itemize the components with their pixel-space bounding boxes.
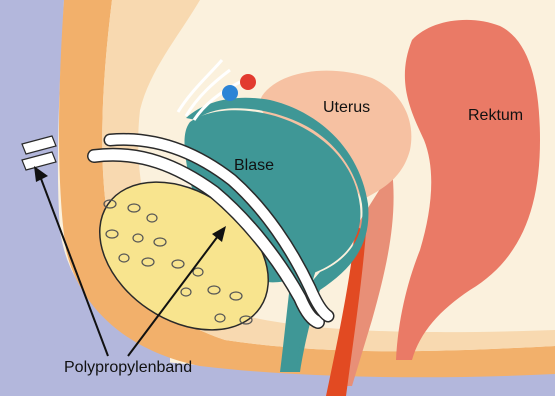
label-polypropylenband: Polypropylenband bbox=[64, 359, 192, 376]
red-vessel bbox=[240, 74, 256, 90]
label-rektum: Rektum bbox=[468, 107, 523, 124]
blue-vessel bbox=[222, 85, 238, 101]
label-blase: Blase bbox=[234, 157, 274, 174]
label-uterus: Uterus bbox=[323, 99, 370, 116]
